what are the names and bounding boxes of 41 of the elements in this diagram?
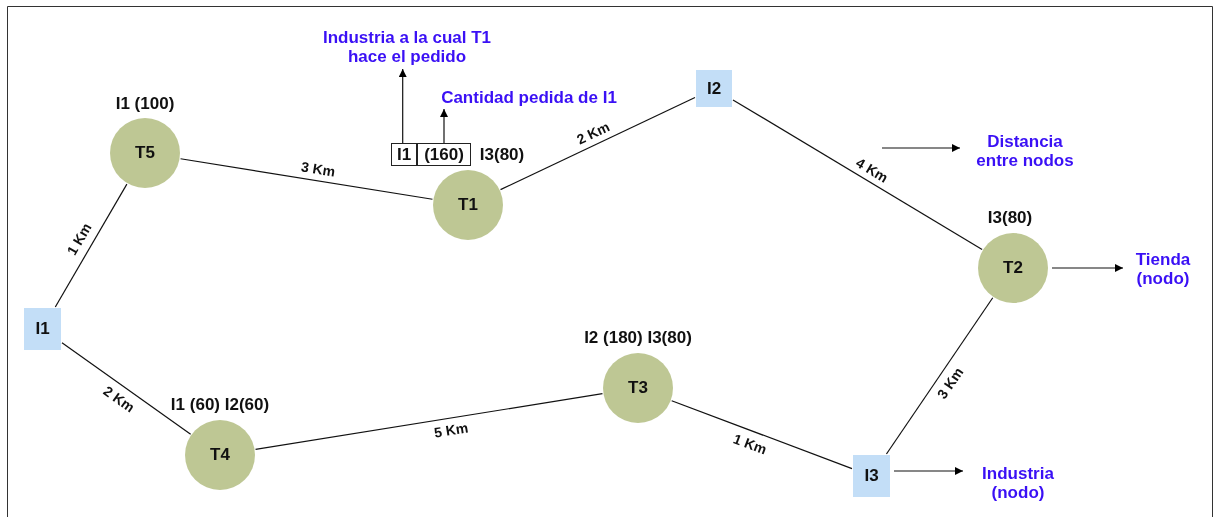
connector-line [499,96,696,191]
annotation-text: Industria a la cual T1 hace el pedido [312,27,502,67]
store-node-circle: T4 [185,420,255,490]
arrow [398,68,407,144]
connector-line [671,400,853,470]
arrow [881,144,961,152]
industry-node-square: I3 [853,455,890,497]
distance-label: 2 Km [100,382,138,416]
connector-line [61,342,192,435]
distance-label: 3 Km [300,158,337,180]
store-node-circle: T2 [978,233,1048,303]
distance-label: 1 Km [731,430,769,458]
annotation-text: Industria (nodo) [968,463,1068,503]
connector-line [885,297,994,455]
annotation-text: Tienda (nodo) [1128,249,1198,289]
distance-label: 4 Km [853,153,892,186]
arrow [1051,264,1124,272]
arrow [893,467,964,475]
order-quantity-label: I3(80) [479,145,525,165]
distance-label: 2 Km [573,118,612,148]
arrow [440,108,448,144]
distance-label: 1 Km [63,219,95,258]
order-quantity-label: I3(80) [987,208,1033,228]
industry-node-square: I2 [696,70,732,107]
store-node-circle: T1 [433,170,503,240]
order-quantity-label: I1 (60) I2(60) [170,395,270,415]
annotation-text: Distancia entre nodos [965,131,1085,171]
distance-label: 5 Km [432,419,469,441]
order-value-cell: I1 [391,143,417,166]
distance-label: 3 Km [934,364,967,402]
connector-line [179,158,434,200]
order-quantity-label: I2 (180) I3(80) [584,328,692,348]
industry-node-square: I1 [24,308,61,350]
connector-line [254,393,604,450]
connector-line [732,99,983,251]
order-value-cell: (160) [417,143,471,166]
store-node-circle: T3 [603,353,673,423]
store-node-circle: T5 [110,118,180,188]
connector-line [54,183,128,308]
annotation-text: Cantidad pedida de I1 [418,87,640,107]
order-quantity-label: I1 (100) [115,94,175,114]
